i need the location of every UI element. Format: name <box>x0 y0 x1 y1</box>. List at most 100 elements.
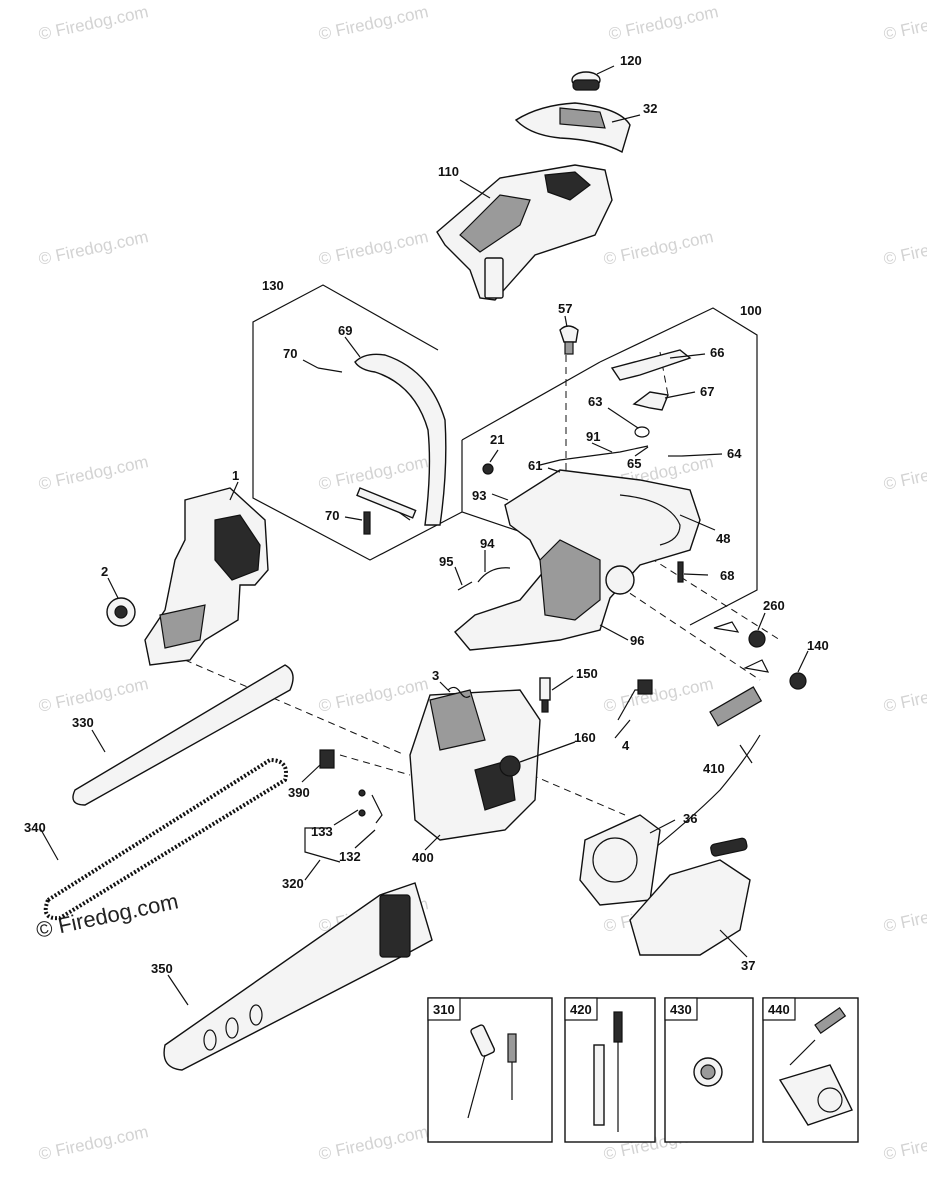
part-63-spring <box>634 426 650 438</box>
callout-94: 94 <box>480 536 495 551</box>
group-bracket-320 <box>304 827 341 863</box>
part-4-fuel-line <box>617 679 653 721</box>
part-66-trigger-lockout <box>610 349 692 381</box>
part-150-spark-plug <box>539 677 551 713</box>
callout-130: 130 <box>262 278 284 293</box>
callout-120: 120 <box>620 53 642 68</box>
callout-350: 350 <box>151 961 173 976</box>
watermark: © Firedog.com <box>317 227 430 269</box>
callout-91: 91 <box>586 429 600 444</box>
callout-21: 21 <box>490 432 504 447</box>
part-120-cover-knob <box>571 71 601 91</box>
part-133-clip <box>358 789 383 824</box>
callout-160: 160 <box>574 730 596 745</box>
inset-label-420: 420 <box>570 1002 592 1017</box>
watermark: © Firedog.com <box>37 674 150 716</box>
callout-320: 320 <box>282 876 304 891</box>
inset-box-440: 440 <box>762 997 859 1143</box>
inset-box-420: 420 <box>564 997 656 1143</box>
part-100-rear-handle-housing <box>454 469 701 651</box>
part-67-trigger <box>632 391 669 411</box>
callout-68: 68 <box>720 568 734 583</box>
part-410-handle-tube <box>639 686 763 861</box>
callout-66: 66 <box>710 345 724 360</box>
callout-48: 48 <box>716 531 730 546</box>
watermark: © Firedog.com <box>882 894 927 936</box>
watermark: © Firedog.com <box>882 674 927 716</box>
callout-150: 150 <box>576 666 598 681</box>
part-110-handle-cover <box>436 164 613 301</box>
inset-label-310: 310 <box>433 1002 455 1017</box>
callout-390: 390 <box>288 785 310 800</box>
part-3-spring <box>447 686 471 698</box>
tool-440-kit <box>778 1006 853 1126</box>
part-390-filter <box>319 749 335 769</box>
callout-70: 70 <box>325 508 339 523</box>
watermark: © Firedog.com <box>37 2 150 44</box>
callout-64: 64 <box>727 446 742 461</box>
part-140-fuel-cap <box>743 659 807 690</box>
watermark: © Firedog.com <box>317 2 430 44</box>
callout-labels: 120 32 110 130 69 70 70 57 100 66 67 63 … <box>24 53 829 976</box>
watermark: © Firedog.com <box>607 2 720 44</box>
callout-65: 65 <box>627 456 641 471</box>
callout-340: 340 <box>24 820 46 835</box>
watermark: © Firedog.com <box>317 452 430 494</box>
part-91-throttle-rod <box>539 445 649 466</box>
part-32-top-cover <box>514 102 631 154</box>
callout-36: 36 <box>683 811 697 826</box>
part-350-scabbard <box>163 882 433 1071</box>
watermark: © Firedog.com <box>317 1122 430 1164</box>
part-36-fan-housing <box>579 814 661 906</box>
callout-63: 63 <box>588 394 602 409</box>
inset-label-440: 440 <box>768 1002 790 1017</box>
part-68-screw <box>677 561 684 583</box>
callout-93: 93 <box>472 488 486 503</box>
callout-260: 260 <box>763 598 785 613</box>
group-bracket-130 <box>252 284 463 561</box>
callout-57: 57 <box>558 301 572 316</box>
watermark: © Firedog.com <box>882 452 927 494</box>
part-94-hose <box>477 567 511 583</box>
part-95-screw <box>457 581 473 591</box>
part-69-front-handle <box>354 353 447 526</box>
part-260-oil-cap <box>713 621 766 648</box>
callout-95: 95 <box>439 554 453 569</box>
callout-410: 410 <box>703 761 725 776</box>
watermark: © Firedog.com <box>37 227 150 269</box>
callout-32: 32 <box>643 101 657 116</box>
part-160-grommet <box>499 755 521 777</box>
watermark: © Firedog.com <box>317 674 430 716</box>
watermark-layer: © Firedog.com © Firedog.com © Firedog.co… <box>34 2 927 1164</box>
tool-310-scrench <box>467 1024 517 1119</box>
callout-133: 133 <box>311 824 333 839</box>
inset-label-430: 430 <box>670 1002 692 1017</box>
part-21-screw <box>482 463 494 475</box>
callout-132: 132 <box>339 849 361 864</box>
callout-3: 3 <box>432 668 439 683</box>
callout-4: 4 <box>622 738 630 753</box>
callout-330: 330 <box>72 715 94 730</box>
watermark: © Firedog.com <box>882 2 927 44</box>
watermark: © Firedog.com <box>602 674 715 716</box>
callout-61: 61 <box>528 458 542 473</box>
callout-69: 69 <box>338 323 352 338</box>
callout-67: 67 <box>700 384 714 399</box>
part-1-clutch-cover <box>144 487 269 666</box>
part-2-sprocket <box>106 597 136 627</box>
callout-140: 140 <box>807 638 829 653</box>
callout-37: 37 <box>741 958 755 973</box>
part-57-knob <box>559 325 579 355</box>
part-37-starter <box>629 837 751 956</box>
callout-100: 100 <box>740 303 762 318</box>
watermark: © Firedog.com <box>37 1122 150 1164</box>
leader-lines <box>39 65 809 1006</box>
tool-430-cap <box>693 1057 723 1087</box>
watermark: © Firedog.com <box>882 227 927 269</box>
inset-box-310: 310 <box>427 997 553 1143</box>
part-330-guide-bar <box>72 664 294 806</box>
tool-420-file-kit <box>593 1011 623 1132</box>
callout-2: 2 <box>101 564 108 579</box>
callout-110: 110 <box>438 164 459 179</box>
